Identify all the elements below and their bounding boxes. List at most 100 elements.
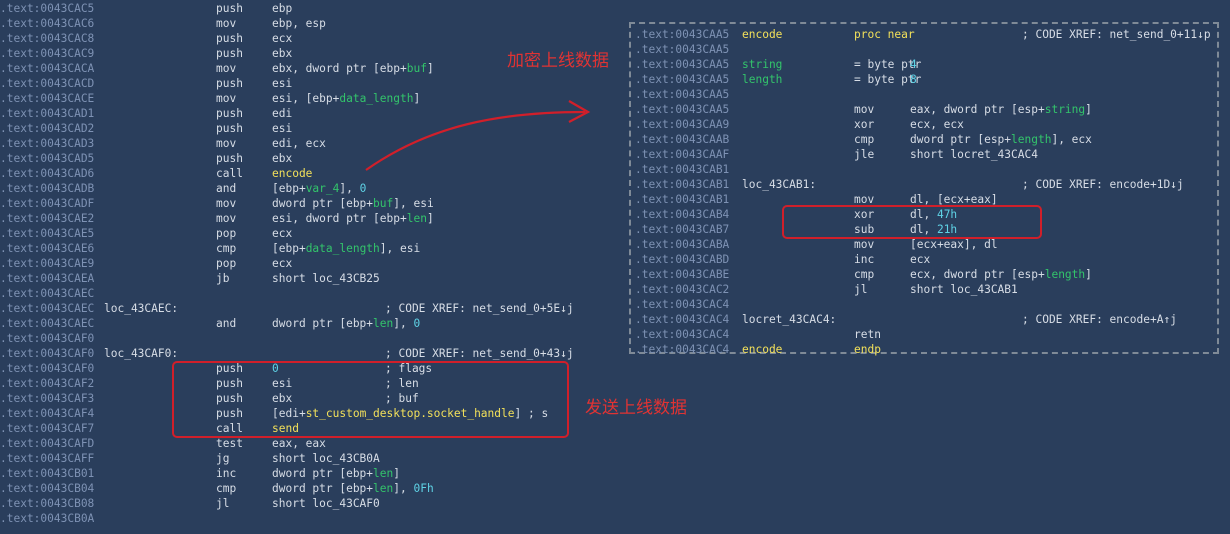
mnemonic: mov [854, 103, 875, 116]
operand-part: ebx [272, 47, 293, 60]
operand: eax, eax [272, 436, 326, 451]
address: .text:0043CAA5 [635, 43, 730, 56]
mnemonic: call [216, 422, 243, 435]
operand-part: length [1044, 268, 1086, 281]
address: .text:0043CACA [0, 62, 95, 75]
operand-part: ] [1085, 103, 1092, 116]
operand: 8 [910, 72, 917, 87]
operand: dword ptr [ebp+buf], esi [272, 196, 434, 211]
mnemonic: jl [216, 497, 230, 510]
code-label: loc_43CAB1: [742, 178, 817, 191]
address: .text:0043CABA [635, 238, 730, 251]
operand: [edi+st_custom_desktop.socket_handle] ; … [272, 406, 548, 421]
operand: dl, 21h [910, 222, 957, 237]
operand-part: ecx [272, 32, 293, 45]
comment: ; CODE XREF: net_send_0+43↓j [385, 347, 574, 360]
operand-part: edi [272, 107, 293, 120]
operand-part: short locret_43CAC4 [910, 148, 1038, 161]
operand-part: ebx, dword ptr [ebp+ [272, 62, 407, 75]
address: .text:0043CAD6 [0, 167, 95, 180]
operand-part: var_4 [305, 182, 340, 195]
operand-part: 47h [936, 208, 958, 221]
operand-part: buf [406, 62, 427, 75]
operand-part: 0 [413, 317, 421, 330]
address: .text:0043CAF4 [0, 407, 95, 420]
address: .text:0043CAAB [635, 133, 730, 146]
mnemonic: retn [854, 328, 881, 341]
comment: ; buf [385, 392, 419, 405]
mnemonic: mov [216, 62, 237, 75]
mnemonic: cmp [854, 268, 875, 281]
operand-part: ] [393, 467, 401, 480]
operand-part: string [1044, 103, 1086, 116]
operand: eax, dword ptr [esp+string] [910, 102, 1092, 117]
address: .text:0043CADF [0, 197, 95, 210]
address: .text:0043CAC4 [635, 343, 730, 356]
address: .text:0043CAAF [635, 148, 730, 161]
operand: ecx [272, 31, 292, 46]
operand-part: ], esi [393, 197, 434, 210]
operand-part: ebp [272, 2, 293, 15]
operand: ebx [272, 151, 292, 166]
operand-part: [edi+ [272, 407, 306, 420]
send-call-highlight [172, 361, 569, 438]
operand: ecx, ecx [910, 117, 964, 132]
mnemonic: push [216, 107, 243, 120]
operand-part: dword ptr [ebp+ [272, 467, 374, 480]
mnemonic: inc [216, 467, 237, 480]
address: .text:0043CAB1 [635, 163, 730, 176]
operand-part: ecx, dword ptr [esp+ [910, 268, 1045, 281]
operand-part: esi [272, 77, 293, 90]
operand-part: ebx [272, 152, 293, 165]
mnemonic: mov [216, 212, 237, 225]
operand: ebp [272, 1, 292, 16]
comment: ; CODE XREF: encode+1D↓j [1022, 178, 1184, 191]
address: .text:0043CAB1 [635, 193, 730, 206]
mnemonic: mov [216, 17, 237, 30]
mnemonic: mov [216, 137, 237, 150]
address: .text:0043CAEC [0, 302, 95, 315]
address: .text:0043CAE6 [0, 242, 95, 255]
comment: ; CODE XREF: encode+A↑j [1022, 313, 1177, 326]
address: .text:0043CAEC [0, 287, 95, 300]
mnemonic: sub [854, 223, 875, 236]
operand-part: ], [339, 182, 360, 195]
operand-part: esi, [ebp+ [272, 92, 340, 105]
address: .text:0043CAC6 [0, 17, 95, 30]
mnemonic: mov [216, 92, 237, 105]
address: .text:0043CAD5 [0, 152, 95, 165]
mnemonic: jg [216, 452, 230, 465]
operand: edi, ecx [272, 136, 326, 151]
address: .text:0043CAC4 [635, 313, 730, 326]
operand-part: ] ; s [514, 407, 549, 420]
operand-part: ebx [272, 392, 293, 405]
operand-part: send [272, 422, 299, 435]
address: .text:0043CAFF [0, 452, 95, 465]
operand: short loc_43CB25 [272, 271, 380, 286]
address: .text:0043CAEC [0, 317, 95, 330]
mnemonic: push [216, 362, 243, 375]
operand: edi [272, 106, 292, 121]
mnemonic: push [216, 407, 243, 420]
operand-part: ebp, esp [272, 17, 326, 30]
mnemonic: = byte ptr [854, 58, 922, 71]
operand-part: buf [373, 197, 394, 210]
mnemonic: and [216, 317, 237, 330]
mnemonic: push [216, 47, 243, 60]
operand-part: ] [1085, 268, 1092, 281]
operand-part: short loc_43CB25 [272, 272, 380, 285]
mnemonic: test [216, 437, 243, 450]
mnemonic: pop [216, 227, 237, 240]
address: .text:0043CAA5 [635, 58, 730, 71]
operand-part: st_custom_desktop.socket_handle [305, 407, 515, 420]
operand-part: [ebp+ [272, 182, 306, 195]
mnemonic: pop [216, 257, 237, 270]
operand-part: eax, eax [272, 437, 326, 450]
operand-part: 8 [910, 73, 917, 86]
operand-part: dword ptr [ebp+ [272, 317, 374, 330]
operand-part: data_length [305, 242, 380, 255]
address: .text:0043CAA5 [635, 88, 730, 101]
comment: ; len [385, 377, 419, 390]
address: .text:0043CB0A [0, 512, 95, 525]
